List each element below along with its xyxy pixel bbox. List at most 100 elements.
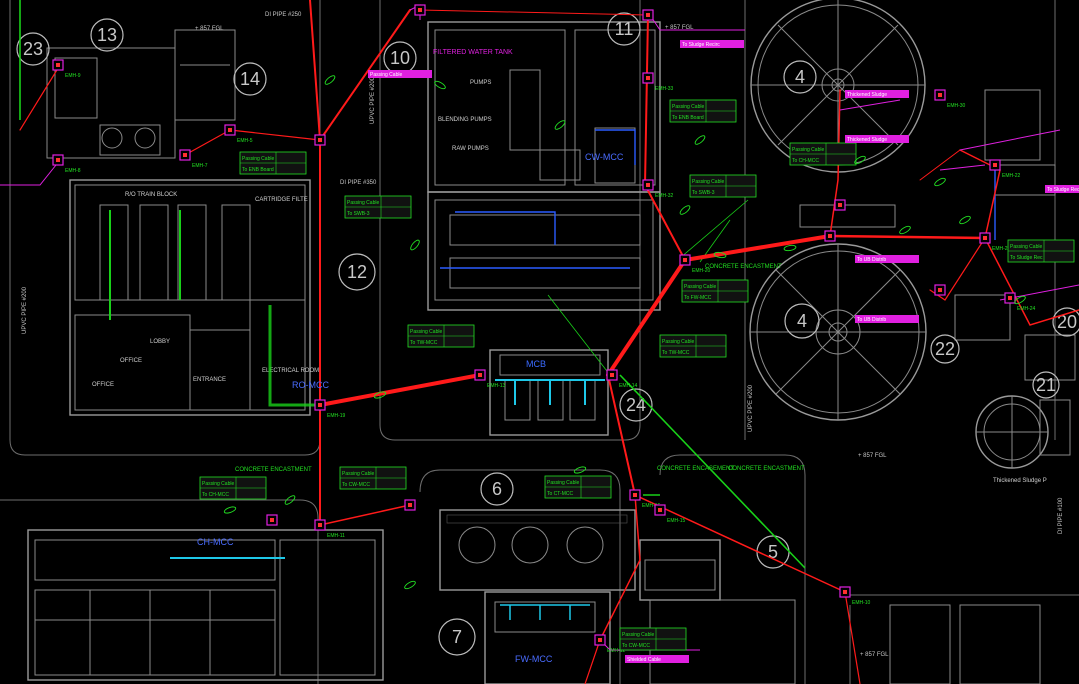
building-bubble xyxy=(1052,307,1079,337)
label-cw-mcc: CW-MCC xyxy=(585,152,624,162)
clarifier-tank-lower xyxy=(749,243,927,421)
label-di-pipe-top: DI PIPE #250 xyxy=(265,12,302,18)
building-20-22 xyxy=(954,89,1076,381)
building-ro-train-block xyxy=(69,179,311,416)
manhole-label: EMH-14 xyxy=(619,383,638,389)
manhole-core xyxy=(183,153,187,157)
manhole-core xyxy=(318,403,322,407)
manhole-core xyxy=(646,13,650,17)
pink-label-text: To UB Distrib xyxy=(857,317,886,323)
manhole-core xyxy=(983,236,987,240)
manhole-core xyxy=(683,258,687,262)
building-bubble xyxy=(607,12,641,46)
tag-line-2: To ENB Board xyxy=(672,115,704,121)
manholes: EMH-9EMH-8EMH-7EMH-5EMH-33EMH-32EMH-22EM… xyxy=(52,4,1036,654)
manhole-core xyxy=(56,63,60,67)
manhole-label: EMH-20 xyxy=(692,268,711,274)
tag-line-1: Passing Cable xyxy=(1010,244,1042,250)
manhole-core xyxy=(318,523,322,527)
cable-marker xyxy=(434,80,446,90)
cable-markers xyxy=(223,75,1026,590)
manhole-label: EMH-32 xyxy=(655,193,674,199)
manhole-label: EMH-33 xyxy=(655,86,674,92)
cable-marker xyxy=(223,506,237,514)
manhole-core xyxy=(408,503,412,507)
label-concrete-encasement-3: CONCRETE ENCASTMENT xyxy=(728,466,805,472)
label-fgl-top: + 857 FGL xyxy=(195,26,224,32)
label-cartridge-filter: CARTRIDGE FILTE xyxy=(255,197,308,203)
building-12-filters xyxy=(427,191,661,311)
pink-label-bg xyxy=(845,135,909,143)
building-10-11 xyxy=(427,21,661,193)
building-7 xyxy=(484,591,611,684)
building-number: 4 xyxy=(797,311,807,331)
label-raw-pumps: RAW PUMPS xyxy=(452,146,489,152)
label-ch-mcc: CH-MCC xyxy=(197,537,234,547)
cable-marker xyxy=(554,120,566,130)
tag-line-1: Passing Cable xyxy=(692,179,724,185)
tag-line-1: Passing Cable xyxy=(342,471,374,477)
manhole-label: EMH-7 xyxy=(192,163,208,169)
label-upvc-mid: UPVC PIPE #200 xyxy=(370,76,376,124)
building-bubble xyxy=(784,303,820,339)
building-number: 23 xyxy=(23,39,43,59)
label-concrete-encasement-2: CONCRETE ENCASEMENT xyxy=(657,466,734,472)
internal-cable-trays xyxy=(109,129,996,620)
building-number: 11 xyxy=(615,19,634,39)
label-fgl-bottom: + 857 FGL xyxy=(860,652,889,658)
cable-marker xyxy=(959,215,971,225)
manhole-core xyxy=(646,76,650,80)
cable-marker xyxy=(1014,295,1026,305)
label-thickened-sludge: Thickened Sludge P xyxy=(993,478,1047,484)
label-ro-train-block: R/O TRAIN BLOCK xyxy=(125,192,177,198)
pink-label-bg xyxy=(855,315,919,323)
manhole-label: EMH-9 xyxy=(65,73,81,79)
building-number: 4 xyxy=(795,67,805,87)
pink-label-text: Passing Cable xyxy=(370,72,402,78)
thickener-tank xyxy=(975,395,1071,469)
manhole-core xyxy=(610,373,614,377)
pink-label-bg xyxy=(1045,185,1079,193)
label-office: OFFICE xyxy=(120,358,142,364)
manhole-label: EMH-10 xyxy=(852,600,871,606)
tag-line-1: Passing Cable xyxy=(242,156,274,162)
manhole-label: EMH-12 xyxy=(607,648,626,654)
pink-label-text: Thickened Sludge xyxy=(847,92,887,98)
manhole-label: EMH-22 xyxy=(1002,173,1021,179)
pink-label-text: Shielded Cable xyxy=(627,657,661,663)
manhole-core xyxy=(843,590,847,594)
label-di-pipe-mid: DI PIPE #350 xyxy=(340,180,377,186)
tag-line-2: To CH-MCC xyxy=(202,492,229,498)
tag-line-2: To FW-MCC xyxy=(684,295,712,301)
cable-marker xyxy=(934,177,946,187)
manhole-label: EMH-13 xyxy=(487,383,506,389)
cable-marker xyxy=(324,75,336,85)
pink-label-text: Thickened Sludge xyxy=(847,137,887,143)
manhole-label: EMH-30 xyxy=(947,103,966,109)
label-pumps: PUMPS xyxy=(470,80,491,86)
pink-label-bg xyxy=(368,70,432,78)
building-bubble xyxy=(338,253,376,291)
manhole-label: EMH-19 xyxy=(327,413,346,419)
tag-line-2: To CH-MCC xyxy=(792,158,819,164)
manhole-core xyxy=(270,518,274,522)
tag-line-1: Passing Cable xyxy=(547,480,579,486)
main-cable-routes xyxy=(19,0,1079,684)
manhole-core xyxy=(646,183,650,187)
label-electrical-room: ELECTRICAL ROOM xyxy=(262,368,319,374)
label-upvc-left: UPVC PIPE #200 xyxy=(22,286,28,334)
pink-label-bg xyxy=(625,655,689,663)
building-number: 6 xyxy=(492,479,502,499)
label-concrete-encasement-1: CONCRETE ENCASTMENT xyxy=(235,467,312,473)
tag-line-2: To ENB Board xyxy=(242,167,274,173)
building-bubble xyxy=(233,62,267,96)
cable-marker xyxy=(854,155,866,165)
manhole-label: EMH-11 xyxy=(327,533,345,539)
building-bubble xyxy=(90,18,124,52)
pink-label-text: To UB Distrib xyxy=(857,257,886,263)
label-entrance: ENTRANCE xyxy=(193,377,226,383)
label-fgl-mid: + 857 FGL xyxy=(858,453,887,459)
tag-line-1: Passing Cable xyxy=(792,147,824,153)
